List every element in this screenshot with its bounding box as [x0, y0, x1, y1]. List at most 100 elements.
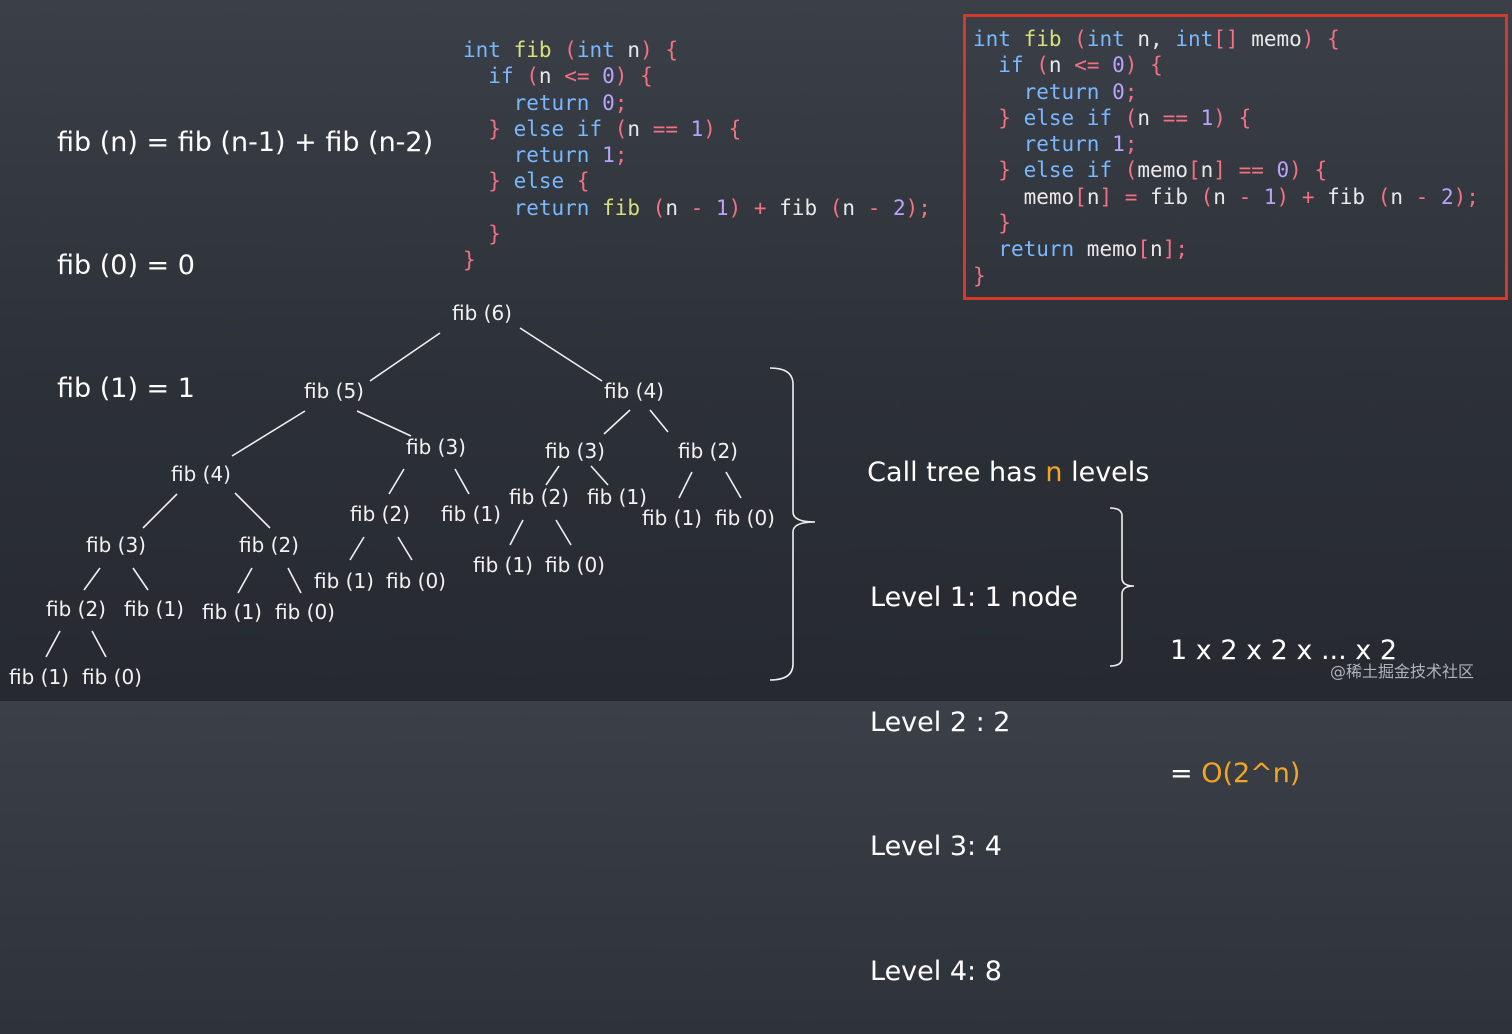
code-line: int fib (int n) { [463, 37, 931, 63]
code-token: ( [1187, 184, 1214, 209]
tree-node: fib (0) [275, 600, 335, 624]
code-token: int [576, 38, 615, 62]
code-token: 0 [602, 64, 615, 89]
level-item: Level 1: 1 node [870, 582, 1078, 613]
code-token: ( [602, 116, 628, 141]
code-token: ( [513, 64, 539, 89]
recurrence-formulas: fib (n) = fib (n-1) + fib (n-2) fib (0) … [57, 40, 433, 450]
code-token: 0 [1276, 158, 1290, 183]
code-token: { [564, 169, 590, 194]
code-token: n [538, 64, 552, 89]
formula-line: fib (n) = fib (n-1) + fib (n-2) [57, 127, 434, 158]
call-tree-caption: Call tree has n levels [850, 426, 1149, 488]
code-token: ] = [1099, 184, 1151, 209]
tree-edge [509, 519, 524, 546]
code-token: int [1175, 27, 1214, 51]
tree-edge [132, 567, 149, 591]
code-token: else if [1023, 105, 1113, 130]
tree-node: fib (3) [545, 439, 605, 463]
code-token: ) + [728, 195, 780, 220]
formula-line: fib (1) = 1 [57, 373, 195, 404]
tree-edge [388, 468, 405, 495]
tree-node: fib (0) [545, 553, 605, 577]
equals-sign: = [1170, 758, 1202, 789]
code-token: return [1023, 79, 1100, 104]
code-token: ( [817, 195, 843, 220]
code-token: return [1023, 132, 1100, 157]
code-token: } [488, 169, 514, 194]
big-o-value: O(2^n) [1201, 758, 1301, 789]
code-line: } [463, 247, 931, 273]
code-token: ; [1124, 132, 1138, 157]
code-token: } [463, 248, 476, 273]
code-token: ; [614, 143, 628, 168]
code-token: if [488, 64, 514, 89]
code-line: if (n <= 0) { [463, 63, 931, 89]
code-token: fib [1150, 184, 1188, 209]
level-item: Level 3: 4 [870, 831, 1002, 862]
code-line: } else if (n == 1) { [463, 116, 931, 142]
code-token: memo [1137, 158, 1188, 183]
code-line: return 1; [973, 131, 1479, 157]
code-line: return 0; [463, 90, 931, 116]
code-token: memo [1023, 184, 1075, 209]
tree-edge [649, 409, 669, 433]
tree-node: fib (3) [86, 533, 146, 557]
code-token: return [998, 237, 1075, 262]
formula-line: fib (0) = 0 [57, 250, 195, 281]
tree-edge [454, 468, 470, 495]
code-token: ] == [1213, 158, 1277, 183]
big-o-line: = O(2^n) [1170, 753, 1397, 794]
code-token: 1 [1112, 132, 1125, 157]
code-token: - [1225, 184, 1264, 209]
code-token: 1 [1200, 105, 1214, 130]
code-token: ; [1124, 79, 1138, 104]
tree-edge [590, 465, 609, 486]
code-token: ( [1365, 184, 1391, 209]
code-token: ( [1112, 158, 1138, 183]
code-token: [ [1074, 184, 1087, 209]
code-token: return [513, 195, 590, 220]
code-line: } else { [463, 168, 931, 194]
code-token: 2 [1440, 184, 1454, 209]
code-token: if [998, 53, 1024, 78]
tree-edge [234, 492, 271, 529]
code-token: else if [1023, 158, 1113, 183]
tree-node: fib (0) [82, 665, 142, 689]
code-token: ( [640, 195, 666, 220]
memo-fib-code: int fib (int n, int[] memo) { if (n <= 0… [973, 26, 1479, 289]
code-line: } else if (n == 1) { [973, 105, 1479, 131]
tree-node: fib (2) [239, 533, 299, 557]
tree-node: fib (2) [46, 597, 106, 621]
code-token: ) { [1124, 53, 1163, 78]
code-line: return memo[n]; [973, 236, 1479, 262]
code-token: [ [1187, 158, 1201, 183]
complexity-result: 1 x 2 x 2 x ... x 2 = O(2^n) [1170, 548, 1397, 835]
tree-edge [91, 630, 107, 658]
code-token: 1 [690, 116, 704, 141]
tree-node: fib (2) [350, 502, 410, 526]
code-token: n [614, 38, 641, 62]
code-token: 0 [602, 90, 615, 115]
tree-edge [142, 493, 178, 529]
tree-node: fib (3) [406, 435, 466, 459]
code-token: ) { [1289, 158, 1328, 183]
code-token: [ [1137, 237, 1151, 262]
tree-edge [231, 410, 306, 457]
code-line: return fib (n - 1) + fib (n - 2); [463, 195, 931, 221]
tree-node: fib (2) [678, 439, 738, 463]
tree-edge [397, 536, 413, 561]
code-token: n [1390, 184, 1403, 209]
code-token: ) { [1301, 27, 1340, 51]
watermark: @稀土掘金技术社区 [1330, 662, 1475, 681]
tree-edge [678, 471, 693, 499]
tree-node: fib (6) [452, 301, 512, 325]
tree-node: fib (1) [441, 502, 501, 526]
code-token: ) { [640, 38, 678, 62]
code-token: n [1137, 105, 1151, 130]
code-token: 0 [1112, 53, 1125, 78]
code-token: else [513, 169, 565, 194]
code-token: ) { [703, 116, 742, 141]
code-token: } [998, 105, 1024, 130]
code-token: ]; [1162, 237, 1188, 262]
